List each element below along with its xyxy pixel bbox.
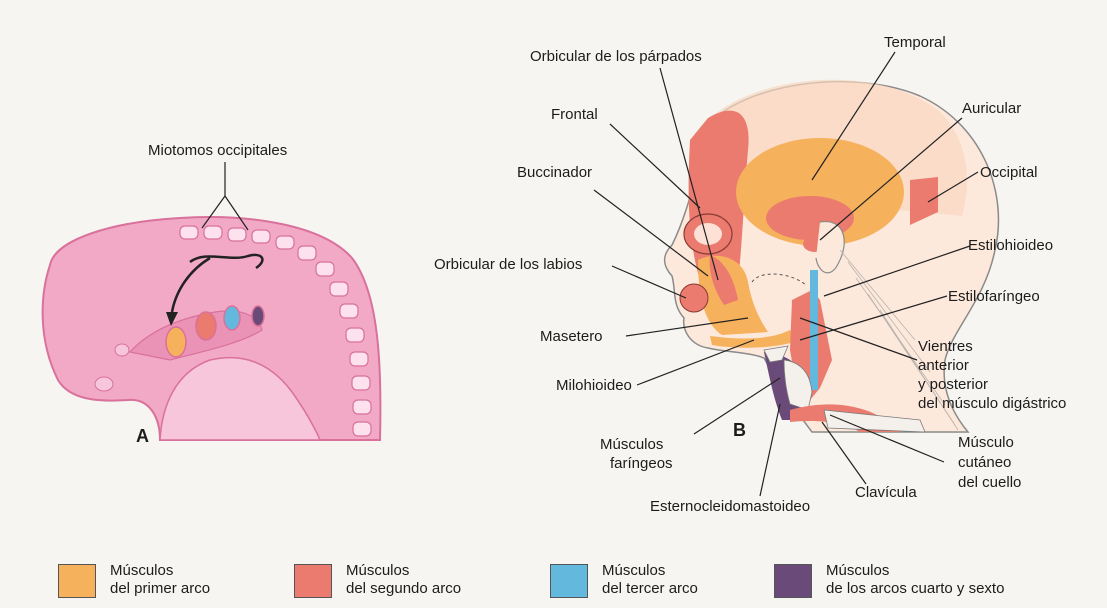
legend-line1: Músculos xyxy=(110,562,173,579)
legend-swatch xyxy=(774,564,812,598)
legend-line2: del tercer arco xyxy=(602,580,698,597)
label-milohioideo: Milohioideo xyxy=(556,377,632,395)
label-musculo-cutaneo-2: cutáneo xyxy=(958,454,1011,472)
label-temporal: Temporal xyxy=(884,34,946,52)
label-orbicular-parpados: Orbicular de los párpados xyxy=(530,48,702,66)
legend-line2: del segundo arco xyxy=(346,580,461,597)
label-auricular: Auricular xyxy=(962,100,1021,118)
label-masetero: Masetero xyxy=(540,328,603,346)
legend-swatch xyxy=(58,564,96,598)
legend-swatch xyxy=(294,564,332,598)
panel-letter-a: A xyxy=(136,426,149,447)
label-vientres-1: Vientres xyxy=(918,338,973,356)
label-occipital: Occipital xyxy=(980,164,1038,182)
label-orbicular-labios: Orbicular de los labios xyxy=(434,256,582,274)
label-musculo-cutaneo-3: del cuello xyxy=(958,474,1021,492)
head-illustration xyxy=(594,52,998,496)
label-estilohioideo: Estilohioideo xyxy=(968,237,1053,255)
label-vientres-4: del músculo digástrico xyxy=(918,395,1066,413)
legend-line1: Músculos xyxy=(346,562,409,579)
label-frontal: Frontal xyxy=(551,106,598,124)
label-vientres-2: anterior xyxy=(918,357,969,375)
legend-line1: Músculos xyxy=(826,562,889,579)
label-musculos-faringeos-1: Músculos xyxy=(600,436,663,454)
label-vientres-3: y posterior xyxy=(918,376,988,394)
legend-swatch xyxy=(550,564,588,598)
embryo-illustration xyxy=(43,162,381,440)
label-musculo-cutaneo-1: Músculo xyxy=(958,434,1014,452)
legend-line2: de los arcos cuarto y sexto xyxy=(826,580,1004,597)
panel-letter-b: B xyxy=(733,420,746,441)
label-clavicula: Clavícula xyxy=(855,484,917,502)
legend-line2: del primer arco xyxy=(110,580,210,597)
label-esternocleidomastoideo: Esternocleidomastoideo xyxy=(650,498,810,516)
label-estilofaringeo: Estilofaríngeo xyxy=(948,288,1040,306)
label-buccinador: Buccinador xyxy=(517,164,592,182)
legend-line1: Músculos xyxy=(602,562,665,579)
label-musculos-faringeos-2: faríngeos xyxy=(610,455,673,473)
label-miotomos-occipitales: Miotomos occipitales xyxy=(148,142,287,160)
